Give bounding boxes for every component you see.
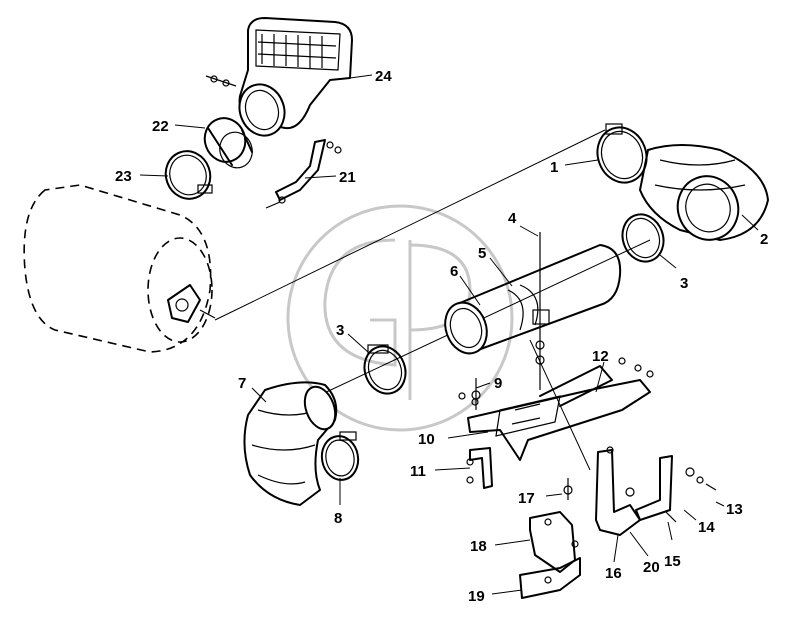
air-cleaner-housing-outline bbox=[23, 184, 216, 353]
callout-17: 17 bbox=[518, 490, 535, 507]
callout-7: 7 bbox=[238, 375, 246, 392]
callout-24: 23 bbox=[115, 168, 132, 185]
callout-13: 13 bbox=[726, 501, 743, 518]
callout-6: 6 bbox=[450, 263, 458, 280]
bolt-icon bbox=[563, 478, 573, 500]
callout-5: 5 bbox=[478, 245, 486, 262]
rubber-elbow bbox=[639, 144, 769, 241]
callout-20: 20 bbox=[643, 559, 660, 576]
bolt-icon bbox=[471, 378, 481, 410]
intake-pipe bbox=[444, 244, 622, 355]
hose-clamp bbox=[164, 150, 213, 200]
callout-19: 19 bbox=[468, 588, 485, 605]
bolt-icon bbox=[665, 467, 717, 523]
hose-clamp bbox=[596, 123, 648, 184]
callout-18: 18 bbox=[470, 538, 487, 555]
lower-brackets bbox=[519, 511, 581, 599]
assembly-axis-lines bbox=[214, 129, 651, 471]
callout-leaders bbox=[139, 74, 759, 595]
mounting-bracket bbox=[458, 357, 654, 461]
hose-connector bbox=[203, 117, 253, 169]
callout-22: 21 bbox=[339, 169, 356, 186]
callout-11: 11 bbox=[410, 463, 426, 480]
callout-16: 16 bbox=[605, 565, 622, 582]
callout-8: 8 bbox=[334, 510, 342, 527]
callout-15: 15 bbox=[664, 553, 681, 570]
callout-14: 14 bbox=[698, 519, 715, 536]
hose-clamp bbox=[320, 431, 360, 481]
stand-bracket bbox=[595, 446, 673, 536]
intake-pre-cleaner bbox=[238, 17, 353, 137]
callout-9: 9 bbox=[494, 375, 502, 392]
small-bracket bbox=[466, 447, 493, 489]
callout-1: 1 bbox=[550, 159, 558, 176]
callout-3-lower: 3 bbox=[336, 322, 344, 339]
callout-2: 2 bbox=[760, 231, 768, 248]
watermark-logo-icon bbox=[286, 204, 514, 432]
callout-4: 4 bbox=[508, 210, 517, 227]
hose-clamp bbox=[621, 213, 665, 263]
callout-12: 12 bbox=[592, 348, 609, 365]
callout-labels: 24 22 23 21 1 2 3 4 5 6 3 7 8 9 10 11 12… bbox=[115, 68, 768, 605]
callout-10: 10 bbox=[418, 431, 435, 448]
hose-clamp bbox=[363, 344, 407, 395]
callout-21: 24 bbox=[375, 68, 392, 85]
bolt-icon bbox=[205, 75, 237, 87]
callout-3-upper: 3 bbox=[680, 275, 688, 292]
mounting-stud bbox=[532, 232, 550, 390]
lower-rubber-elbow bbox=[243, 381, 338, 506]
support-bracket bbox=[265, 139, 342, 209]
callout-23: 22 bbox=[152, 118, 169, 135]
